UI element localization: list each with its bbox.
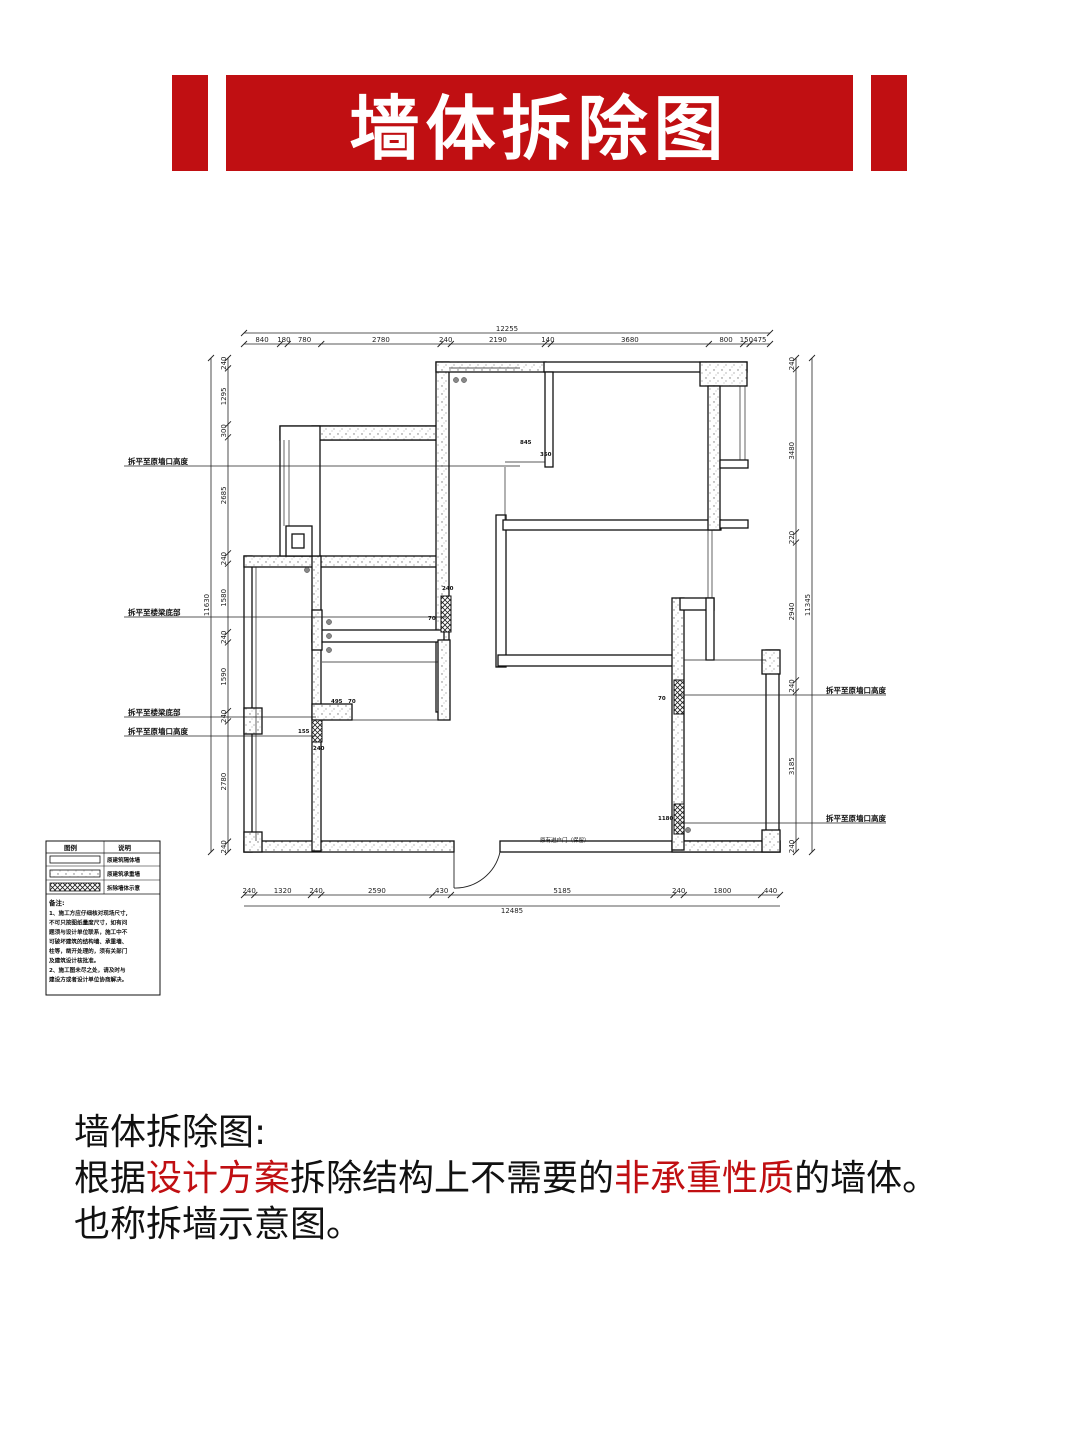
entry-door [453,851,501,889]
legend-header-symbol: 图例 [64,843,78,852]
dim-bottom-2: 240 [309,887,322,895]
inner-dim-9: 70 [658,696,666,702]
legend-header-description: 说明 [118,843,132,852]
dim-left-6: 240 [220,631,228,644]
annotation-notes: 拆平至原墙口高度 拆平至楼梁底部 拆平至楼梁底部 拆平至原墙口高度 拆平至原墙口… [128,456,886,823]
dim-right-1: 3480 [788,442,796,460]
pipe-markers [304,377,691,833]
dim-bottom-3: 2590 [368,887,386,895]
caption-text: 拆除结构上不需要的 [290,1158,615,1199]
legend-notes-title: 备注: [48,898,65,907]
dim-right-6: 240 [788,840,796,853]
inner-dim-4: 70 [428,616,436,622]
dim-left-0: 240 [220,356,228,369]
dim-left-9: 2780 [220,773,228,791]
inner-dim-7: 155 [298,729,310,735]
entry-door-label: 原有进户门（保留） [540,836,590,844]
inner-dim-8: 240 [313,746,325,752]
dim-bottom-0: 240 [242,887,255,895]
note-left-3: 拆平至楼梁底部 [128,707,181,717]
wall-outlines [243,361,781,853]
dim-left-1: 1295 [220,387,228,405]
dimension-lines [210,332,813,907]
inner-dim-2: 350 [540,452,552,458]
dim-top-0: 840 [255,336,268,344]
dim-bottom-total: 12485 [501,907,523,915]
caption: 墙体拆除图: 根据设计方案拆除结构上不需要的非承重性质的墙体。 也称拆墙示意图。 [74,1110,1064,1248]
dim-right-total: 11345 [804,594,812,616]
dim-right-5: 3185 [788,757,796,775]
banner-title: 墙体拆除图 [226,75,853,171]
note-right-2: 拆平至原墙口高度 [826,813,886,823]
dim-top-6: 140 [541,336,554,344]
inner-dim-10: 1180 [658,816,673,822]
legend-row-3: 拆除墙体示意 [107,884,141,892]
dim-right-3: 2940 [788,603,796,621]
dim-bottom-7: 1800 [714,887,732,895]
dim-bottom-6: 240 [672,887,685,895]
dim-left-total: 11630 [203,594,211,616]
dim-left-8: 240 [220,710,228,723]
dimension-ticks [207,329,816,899]
dim-left-3: 2685 [220,486,228,504]
caption-alias: 也称拆墙示意图。 [74,1204,363,1245]
legend-note-line: 及建筑设计核批准。 [49,957,99,965]
note-right-1: 拆平至原墙口高度 [826,685,886,695]
note-left-4: 拆平至原墙口高度 [128,726,188,736]
inner-dim-6: 70 [348,699,356,705]
note-left-1: 拆平至原墙口高度 [128,456,188,466]
caption-highlight-nonbearing: 非承重性质 [614,1158,795,1199]
window-lines [255,367,766,841]
caption-highlight-design: 设计方案 [146,1158,291,1199]
dim-top-5: 2190 [489,336,507,344]
dim-left-2: 300 [220,424,228,437]
dim-top-7: 3680 [621,336,639,344]
caption-description: 根据设计方案拆除结构上不需要的非承重性质的墙体。 [74,1156,1064,1202]
banner-right-bar [871,75,907,171]
legend-note-line: 1、施工方应仔细核对现场尺寸, [49,909,128,917]
banner-left-bar [172,75,208,171]
legend-box: 图例 说明 原建筑隔体墙 原建筑承重墙 拆除墙体示意 备注: 1、施工方应仔细核… [45,840,161,996]
dim-left-7: 1590 [220,668,228,686]
inner-dim-5: 495 [331,699,343,705]
dim-top-2: 780 [298,336,311,344]
legend-row-2: 原建筑承重墙 [107,870,141,878]
legend-note-line: 题须与设计单位联系，施工中不 [48,928,128,936]
dim-right-0: 240 [788,357,796,370]
inner-dimensions: 845 350 240 70 495 70 155 240 70 1180 [298,440,673,822]
inner-dim-3: 240 [442,586,454,592]
dim-left-4: 240 [220,552,228,565]
note-left-2: 拆平至楼梁底部 [128,607,181,617]
dim-bottom-1: 1320 [274,887,292,895]
dim-top-1: 180 [277,336,290,344]
inner-dim-1: 845 [520,440,532,446]
dim-left-10: 240 [220,840,228,853]
legend-row-1: 原建筑隔体墙 [107,856,141,864]
dim-left-5: 1580 [220,589,228,607]
caption-text: 的墙体。 [794,1158,939,1199]
annotation-leaders [124,465,886,824]
legend-note-line: 建设方或者设计单位协商解决。 [48,976,127,984]
dim-top-4: 240 [439,336,452,344]
dim-top-9: 150 [740,336,753,344]
dim-bottom-8: 440 [764,887,777,895]
dim-right-4: 240 [788,679,796,692]
dim-top-total: 12255 [496,325,518,333]
demolition-walls [311,595,685,835]
caption-title: 墙体拆除图: [74,1112,267,1153]
dim-top-3: 2780 [372,336,390,344]
dim-top-10: 475 [753,336,766,344]
legend-note-line: 不可只按图纸量度尺寸，如有问 [49,919,128,927]
legend-note-line: 可破坏建筑的结构墙、承重墙、 [49,938,127,946]
legend-note-line: 柱等，凿开处理的，须有关部门 [49,947,128,955]
dim-right-2: 220 [788,531,796,544]
dim-top-8: 800 [719,336,732,344]
dim-bottom-5: 5185 [553,887,571,895]
dim-bottom-4: 430 [435,887,448,895]
legend-note-line: 2、施工图未尽之处，请及时与 [49,966,126,974]
caption-text: 根据 [74,1158,147,1199]
